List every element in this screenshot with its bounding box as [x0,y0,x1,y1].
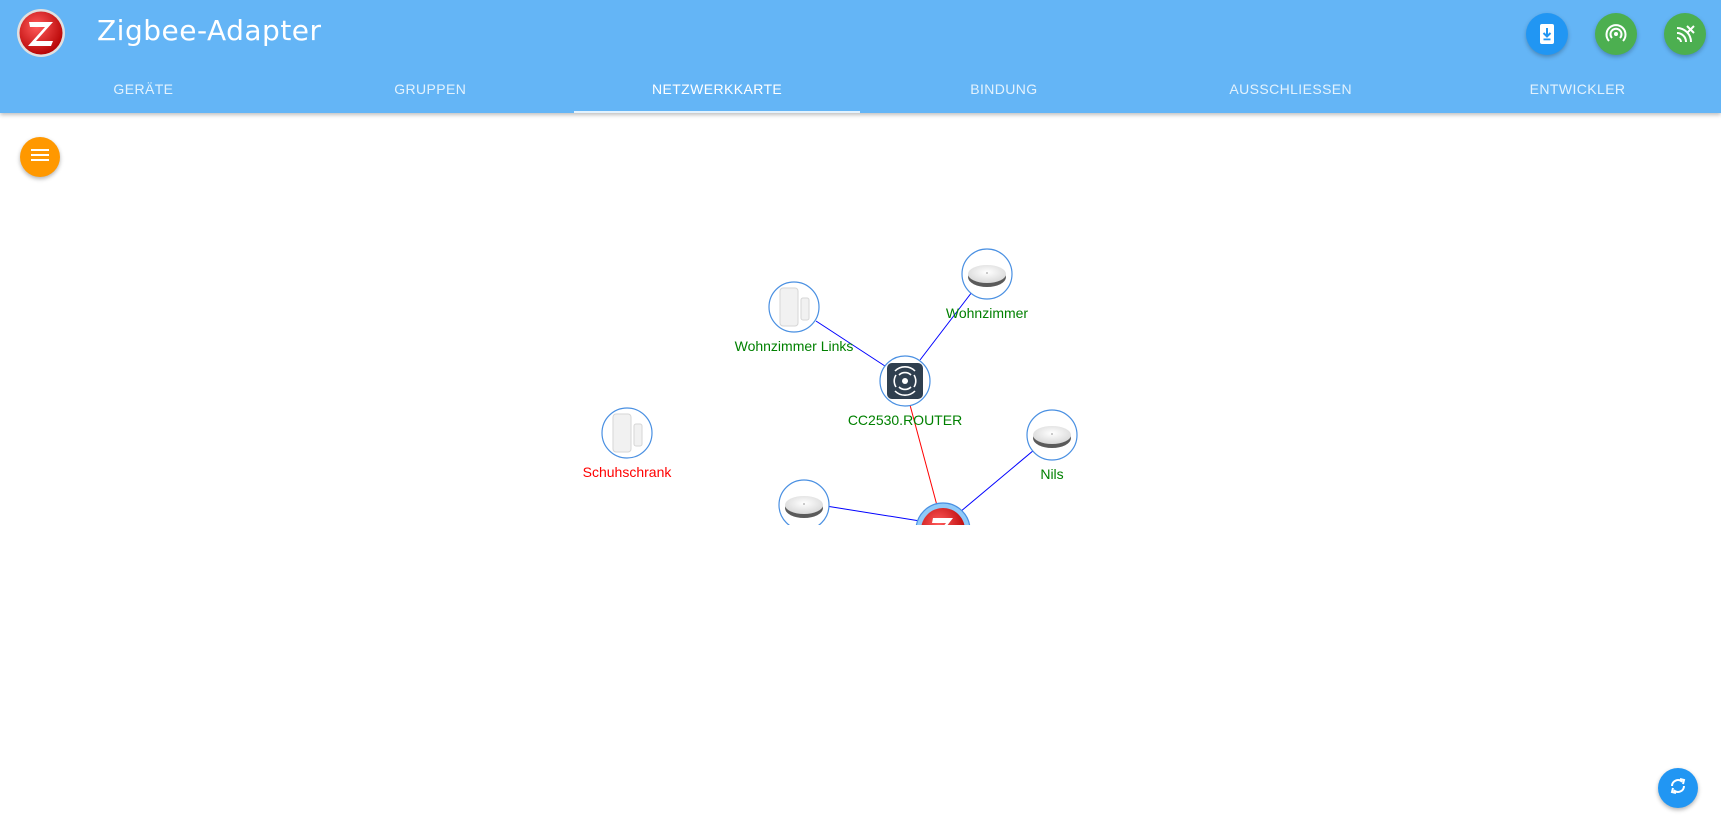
node-label-schuhschrank: Schuhschrank [583,464,673,480]
node-label-wohnzimmer: Wohnzimmer [946,305,1029,321]
wifi-signal-icon [1605,23,1627,45]
tab-bindung[interactable]: BINDUNG [970,81,1038,97]
tab-bar: GERÄTE GRUPPEN NETZWERKKARTE BINDUNG AUS… [0,66,1721,113]
node-wohnzimmer[interactable] [961,248,1013,300]
node-nils[interactable] [1026,409,1078,461]
tab-ausschliessen[interactable]: AUSSCHLIESSEN [1229,81,1353,97]
router-icon [887,363,923,399]
round-sensor-icon [785,496,823,518]
app-bar: Zigbee-Adapter [0,0,1721,113]
round-sensor-icon [1033,426,1071,448]
node-label-nils: Nils [1040,466,1063,482]
refresh-button[interactable] [1658,768,1698,808]
link-nils-coordinator [959,449,1035,513]
door-sensor-icon [779,287,810,327]
door-sensor-icon [612,413,643,453]
network-map[interactable]: Wohnzimmer Links Wohnzimmer CC2530.ROUTE… [0,113,1721,525]
link-wohnzimmer-links-router [815,320,889,369]
round-sensor-icon [968,265,1006,287]
app-title: Zigbee-Adapter [97,14,322,47]
wifi-signal-button[interactable] [1595,13,1637,55]
link-sensor-coordinator [825,505,921,522]
permit-join-button[interactable] [1664,13,1706,55]
download-device-icon [1538,23,1556,45]
tab-geraete[interactable]: GERÄTE [113,81,174,97]
hamburger-menu-icon [30,147,50,167]
tab-netzwerkkarte[interactable]: NETZWERKKARTE [573,66,861,113]
menu-button[interactable] [20,137,60,177]
link-wohnzimmer-router [919,291,973,361]
tab-gruppen[interactable]: GRUPPEN [394,81,467,97]
node-router[interactable] [879,355,931,407]
node-unnamed-sensor[interactable] [778,479,830,525]
node-label-wohnzimmer-links: Wohnzimmer Links [735,338,854,354]
node-label-router: CC2530.ROUTER [848,412,962,428]
link-router-coordinator [909,404,940,514]
zigbee-logo-icon [16,8,66,58]
zigbee-logo-icon [921,508,965,525]
node-wohnzimmer-links[interactable] [768,281,820,333]
permit-join-icon [1674,23,1696,45]
refresh-icon [1667,775,1689,801]
node-schuhschrank[interactable] [601,407,653,459]
node-coordinator[interactable] [915,502,971,525]
download-device-button[interactable] [1526,13,1568,55]
tab-entwickler[interactable]: ENTWICKLER [1529,81,1626,97]
